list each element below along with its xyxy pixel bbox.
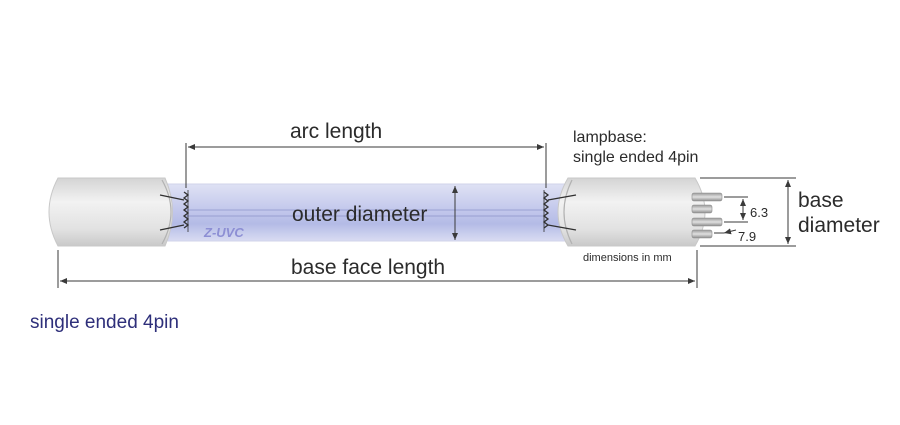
arc-length-dimension [185,143,547,188]
arc-length-label: arc length [290,120,383,143]
right-lampbase [557,177,706,247]
pin [691,204,713,214]
lampbase-type: single ended 4pin [573,149,699,166]
left-filament-coil [159,190,190,232]
lamp-type-caption: single ended 4pin [30,312,179,333]
brand-logo-text: Z-UVC [204,225,244,240]
pin [691,192,723,202]
lamp-pins [691,192,723,239]
pin [691,217,723,227]
pin-offset-dimension [714,228,737,235]
base-diameter-dimension [700,177,796,247]
base-face-length-dimension [57,250,698,288]
base-diameter-label-line2: diameter [798,214,880,237]
right-filament-coil [542,190,577,232]
pin [691,229,713,239]
left-end-cap [48,177,173,247]
base-face-length-label: base face length [291,256,446,279]
glass-tube [167,183,569,242]
pin-spacing-dimension [724,196,748,223]
lampbase-title: lampbase: [573,129,647,146]
outer-diameter-label: outer diameter [292,203,428,226]
pin-spacing-value: 6.3 [750,205,769,220]
dimensions-note: dimensions in mm [583,252,672,264]
pin-offset-value: 7.9 [738,229,757,244]
base-diameter-label-line1: base [798,189,844,212]
